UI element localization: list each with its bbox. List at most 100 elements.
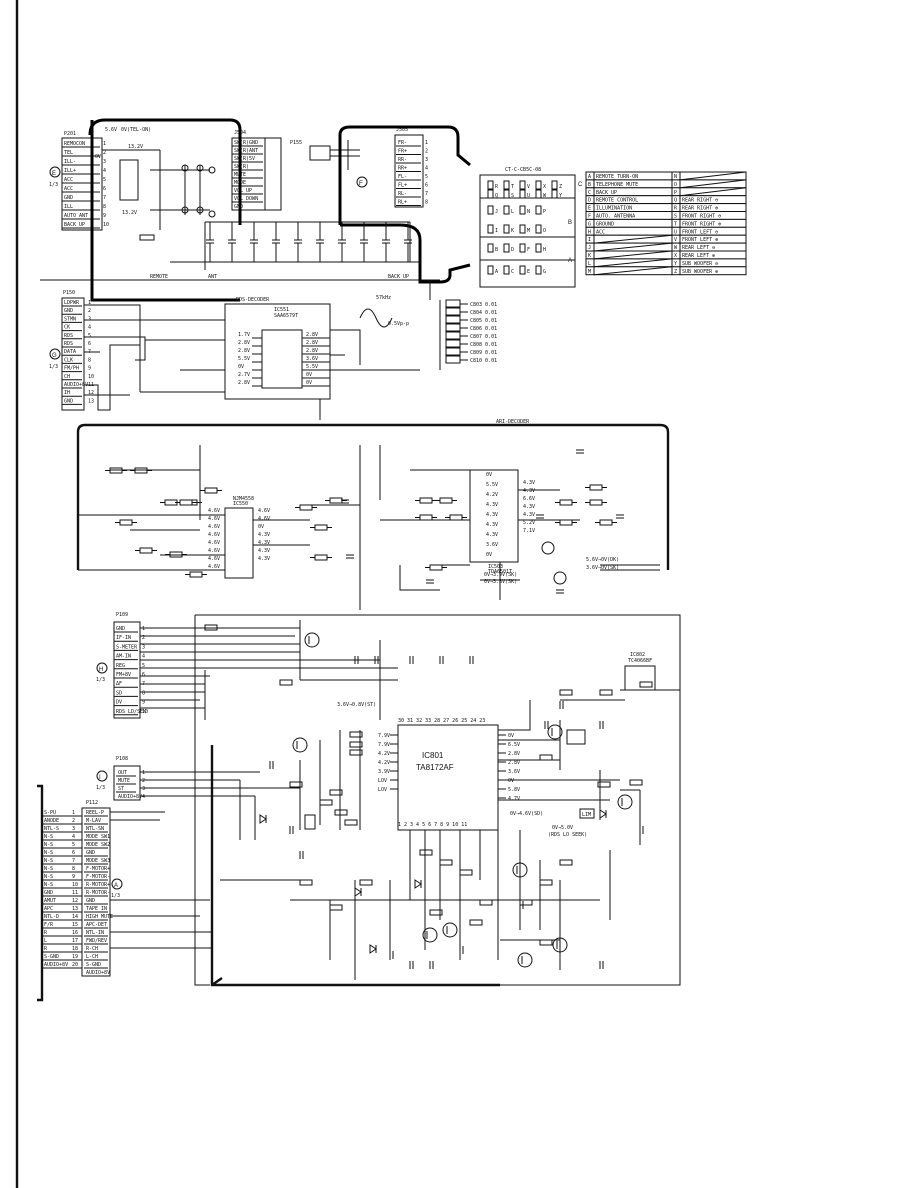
tape-pin-label: F-MOTOR+: [86, 866, 110, 872]
spk-cap-label: C809 0.01: [470, 350, 497, 356]
iso-table-function: REAR RIGHT ⊕: [682, 206, 718, 212]
iso-pin-letter: Z: [559, 184, 562, 190]
ic550-label: IC550: [233, 501, 248, 507]
ic801-right-voltage: 2.8V: [508, 760, 520, 766]
iso-pin-letter: T: [511, 184, 514, 190]
rds-left-voltage: 2.8V: [238, 380, 250, 386]
backup-label: BACK UP: [388, 274, 409, 280]
iso-table-pin: Z: [674, 269, 677, 275]
tape-pin-number: 3: [72, 826, 75, 832]
svg-text:P109: P109: [116, 612, 128, 618]
tape-left-pin-label: AMUT: [44, 898, 56, 904]
tape-pin-label: MODE SW3: [86, 858, 110, 864]
ari-right-voltage: 4.3V: [258, 556, 270, 562]
tape-pin-number: 2: [72, 818, 75, 824]
rds-left-voltage: 2.8V: [238, 340, 250, 346]
ari-ic503-right-voltage: 7.1V: [523, 528, 535, 534]
p109-pin-number: 4: [142, 654, 145, 660]
tape-pin-label: S-GND: [86, 962, 101, 968]
svg-text:1/3: 1/3: [49, 364, 58, 370]
tape-pin-label: M-LAV: [86, 818, 101, 824]
iso-table-pin: Q: [674, 198, 677, 204]
rds-wiring: [180, 329, 420, 420]
p108-pin-number: 2: [142, 778, 145, 784]
p201-pin-number: 6: [103, 186, 106, 192]
relay-block: [102, 149, 216, 241]
v132b-label: 13.2V: [122, 210, 137, 216]
ari-ic503-left-voltage: 0V: [486, 472, 492, 478]
ic801-left-voltage: 3.9V: [378, 769, 390, 775]
j504-pin-label: SW(R)5V: [234, 156, 255, 162]
ari-decoder-block: ARI-DECODER 4.6V4.6V4.6V4.6V4.6V4.6V4.6V…: [76, 419, 670, 610]
tape-pin-label: APC-DET: [86, 922, 107, 928]
p108-pin-number: 4: [142, 794, 145, 800]
rds-right-voltage: 3.6V: [306, 356, 318, 362]
ari-left-voltage: 4.6V: [208, 548, 220, 554]
main-section-components: [204, 624, 653, 969]
ic503-part: TDA6501T: [488, 569, 512, 575]
p108-pin-label: MUTE: [118, 778, 130, 784]
tape-left-pin-label: L: [44, 938, 47, 944]
spk-cap-label: C805 0.01: [470, 318, 497, 324]
svg-text:1 2 3 4 5 6 7 8 9 10 11: 1 2 3 4 5 6 7 8 9 10 11: [398, 822, 467, 828]
p201-pin-label: REMOCON: [64, 141, 85, 147]
ari-ic503-right-voltage: 5.2V: [523, 520, 535, 526]
iso-table-pin: T: [674, 221, 677, 227]
p150-wiring: [84, 304, 225, 411]
marker-h: H 1/3: [96, 662, 108, 683]
p109-pin-number: 1: [142, 626, 145, 632]
iso-pin-letter: S: [511, 193, 514, 199]
j505-pin-label: FR+: [398, 149, 407, 155]
iso-pin-letter: B: [495, 247, 498, 253]
p150-pin-label: CK: [64, 325, 70, 331]
p150-pin-number: 8: [88, 357, 91, 363]
rds-right-voltage: 5.5V: [306, 364, 318, 370]
iso-pin-letter: F: [527, 247, 530, 253]
ic801-left-voltage: 4.2V: [378, 751, 390, 757]
iso-table-function: FRONT LEFT ⊕: [682, 237, 718, 243]
iso-table-function: FRONT RIGHT ⊖: [682, 214, 721, 220]
j505-pin-label: RL-: [398, 191, 407, 197]
j504-pin-label: SW(R): [234, 164, 249, 170]
p150-pin-label: AUDIO+8V: [64, 382, 88, 388]
p108-pin-label: OUT: [118, 770, 127, 776]
iso-pin-letter: W: [543, 193, 547, 199]
iso-table-pin: G: [588, 221, 591, 227]
p201-pin-number: 3: [103, 159, 106, 165]
iso-pin-letter: J: [495, 209, 498, 215]
marker-a: A 1/3: [111, 878, 123, 899]
rds-right-voltage: 2.8V: [306, 332, 318, 338]
j505-pin-number: 1: [425, 140, 428, 146]
svg-text:I: I: [99, 775, 101, 781]
tape-pin-label: MODE SW1: [86, 834, 110, 840]
p201-pin-number: 5: [103, 177, 106, 183]
tape-pin-number: 12: [72, 898, 78, 904]
tape-pin-number: 4: [72, 834, 75, 840]
svg-text:IC551: IC551: [274, 307, 289, 313]
ari-left-voltage: 4.6V: [208, 564, 220, 570]
tape-pin-number: 19: [72, 954, 78, 960]
p201-pin-number: 4: [103, 168, 106, 174]
spk-cap-label: C806 0.01: [470, 326, 497, 332]
ic801-right-voltage: 0V: [508, 733, 514, 739]
iso-table-pin: C: [588, 190, 591, 196]
iso-table-pin: B: [588, 182, 591, 188]
ic801-left-voltage: LOV: [378, 778, 387, 784]
ic550-part: NJM4558: [233, 496, 254, 502]
ari-left-voltage: 4.6V: [208, 556, 220, 562]
p109-pin-number: 10: [142, 709, 148, 715]
svg-text:B: B: [568, 220, 572, 226]
p201-pin-label: ACC: [64, 177, 73, 183]
p201-pin-number: 7: [103, 195, 106, 201]
p109-pin-label: SD: [116, 690, 122, 696]
tape-left-pin-label: N-S: [44, 850, 53, 856]
p150-pin-number: 1: [88, 300, 91, 306]
p109-pin-number: 8: [142, 690, 145, 696]
svg-text:57kHz: 57kHz: [376, 295, 391, 301]
ic801-right-voltage: 0V: [508, 778, 514, 784]
iso-table-function: TELEPHONE MUTE: [596, 182, 638, 188]
p109-pin-number: 3: [142, 644, 145, 650]
